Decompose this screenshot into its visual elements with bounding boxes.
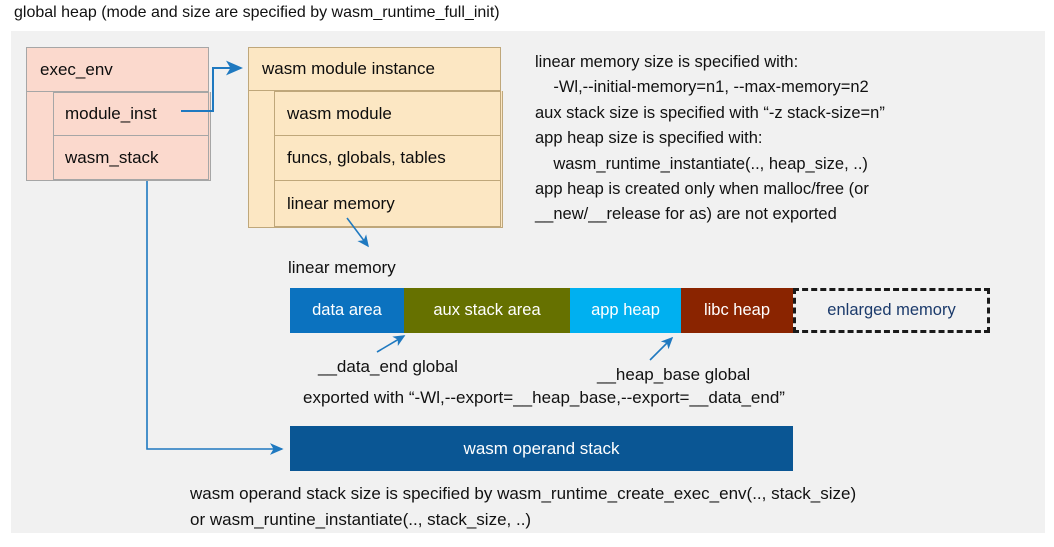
memory-segment-libc-heap: libc heap [681, 288, 793, 333]
annotation-exported-with: exported with “-Wl,--export=__heap_base,… [303, 388, 785, 407]
annotation-heap-base: __heap_base global [597, 365, 751, 384]
annotation-data-end: __data_end global [318, 357, 458, 376]
exec-env-row-module-inst: module_inst [53, 92, 209, 136]
page-title: global heap (mode and size are specified… [14, 4, 500, 21]
operand-stack-note: wasm operand stack size is specified by … [190, 484, 857, 529]
wasm-module-instance-group: wasm module instance wasm module funcs, … [248, 47, 503, 228]
linear-memory-caption: linear memory [288, 258, 396, 277]
wmi-row-wasm-module: wasm module [274, 91, 501, 136]
linear-memory-bar: data area aux stack area app heap libc h… [290, 288, 990, 333]
wasm-module-instance-header: wasm module instance [248, 47, 501, 91]
memory-segment-data-area: data area [290, 288, 404, 333]
memory-segment-enlarged-memory: enlarged memory [793, 288, 990, 333]
linear-memory-description: linear memory size is specified with: -W… [535, 53, 885, 224]
memory-segment-aux-stack-area: aux stack area [404, 288, 570, 333]
memory-segment-app-heap: app heap [570, 288, 681, 333]
exec-env-header: exec_env [26, 47, 209, 92]
wmi-row-funcs-globals-tables: funcs, globals, tables [274, 136, 501, 181]
exec-env-row-wasm-stack: wasm_stack [53, 136, 209, 180]
wasm-operand-stack-box: wasm operand stack [290, 426, 793, 471]
exec-env-group: exec_env module_inst wasm_stack [26, 47, 211, 181]
wmi-row-linear-memory: linear memory [274, 181, 501, 227]
